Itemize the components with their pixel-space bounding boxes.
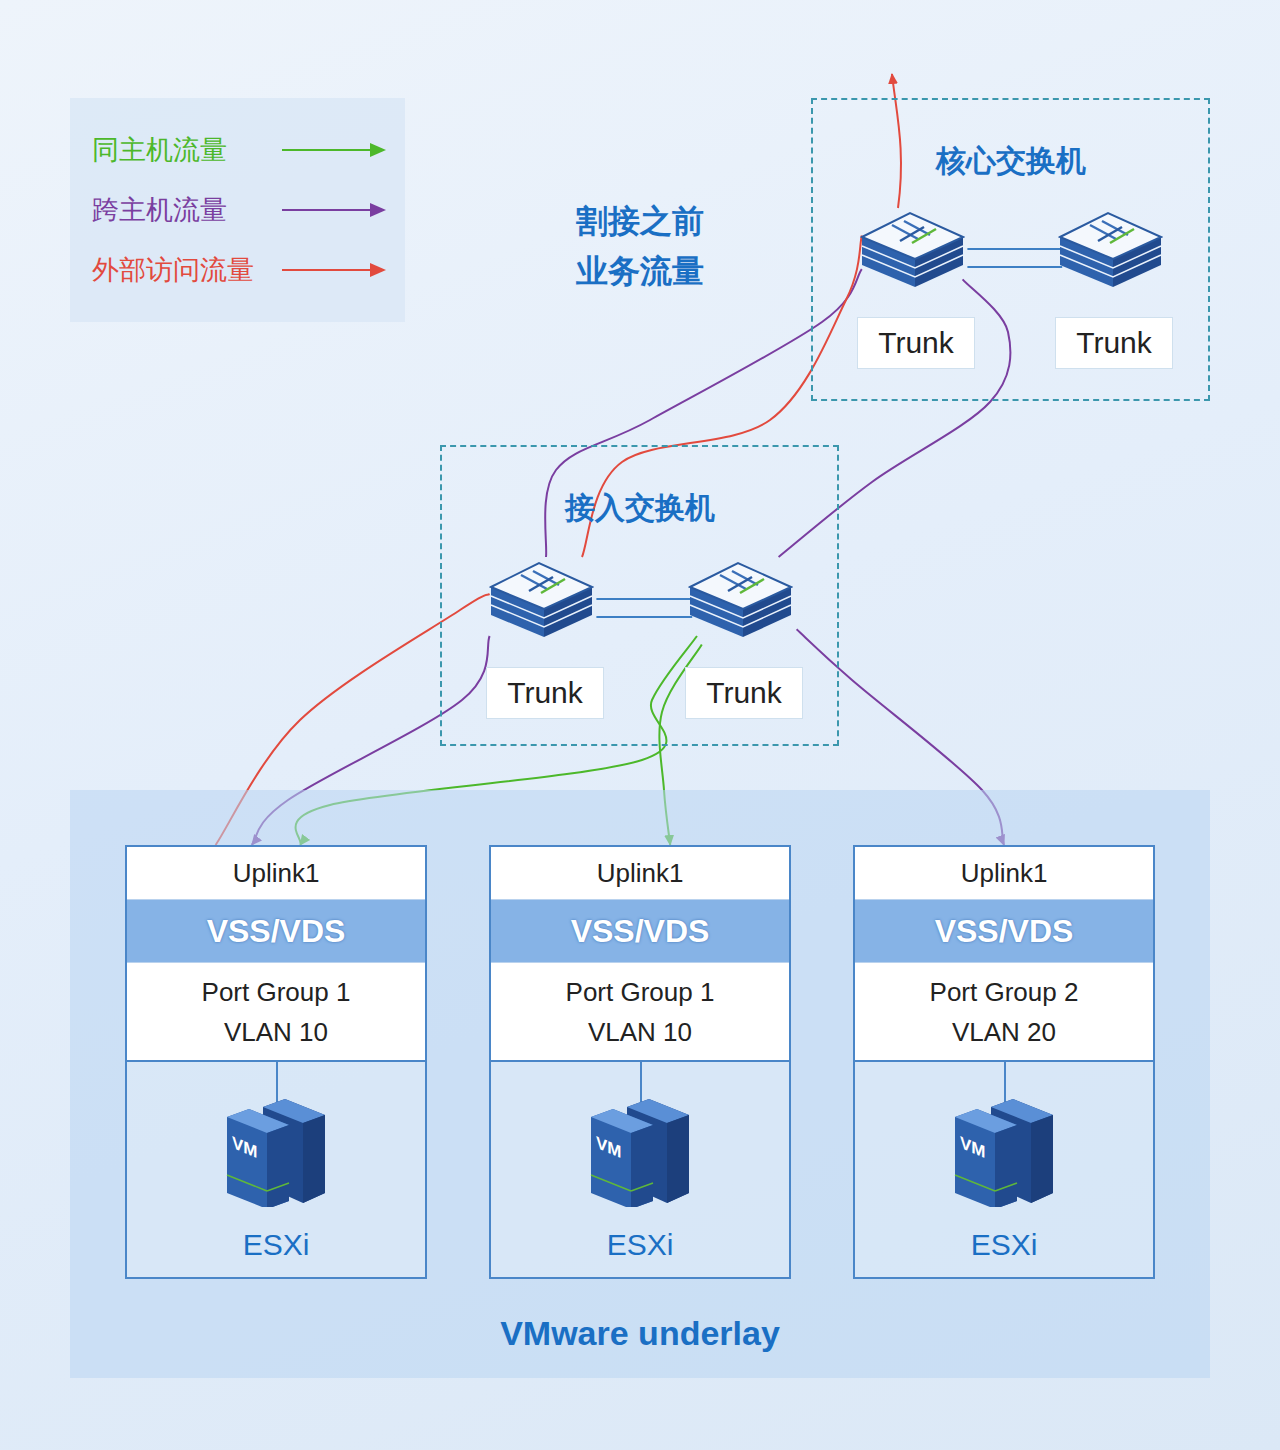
traffic-flow bbox=[582, 236, 862, 557]
band-label: VMware underlay bbox=[70, 1312, 1210, 1354]
group-title: 接入交换机 bbox=[442, 489, 837, 527]
switch-icon bbox=[489, 557, 594, 642]
switch-icon bbox=[860, 207, 965, 292]
host-name: ESXi bbox=[855, 1227, 1153, 1263]
port-label: Trunk bbox=[878, 318, 954, 368]
vm-icon bbox=[953, 1097, 1063, 1209]
connector-line bbox=[797, 629, 1004, 845]
host-row: VSS/VDS bbox=[491, 900, 789, 963]
switch-node: Trunk bbox=[685, 552, 805, 720]
port-label: Trunk bbox=[507, 668, 583, 718]
host-row: Uplink1 bbox=[855, 847, 1153, 900]
esxi-host: Uplink1VSS/VDS Port Group 2 VLAN 20 ESXi bbox=[853, 845, 1155, 1279]
port-label: Trunk bbox=[706, 668, 782, 718]
traffic-flow bbox=[659, 644, 701, 845]
legend-row: 跨主机流量 bbox=[92, 190, 392, 230]
legend-text: 跨主机流量 bbox=[92, 192, 227, 228]
portgroup-label: Port Group 1 VLAN 10 bbox=[545, 972, 735, 1052]
esxi-host: Uplink1VSS/VDS Port Group 1 VLAN 10 ESXi bbox=[489, 845, 791, 1279]
group-title: 核心交换机 bbox=[813, 142, 1208, 180]
host-row: VSS/VDS bbox=[855, 900, 1153, 963]
vm-label: VM bbox=[960, 1133, 986, 1163]
switch-icon bbox=[688, 557, 793, 642]
host-row: Port Group 2 VLAN 20 bbox=[855, 963, 1153, 1062]
port-label-box: Trunk bbox=[857, 317, 975, 369]
portgroup-label: Port Group 2 VLAN 20 bbox=[909, 972, 1099, 1052]
host-row: Uplink1 bbox=[127, 847, 425, 900]
vswitch-label: VSS/VDS bbox=[571, 913, 710, 950]
host-name: ESXi bbox=[491, 1227, 789, 1263]
traffic-flow bbox=[216, 594, 490, 845]
switch-node: Trunk bbox=[486, 552, 606, 720]
connector-line bbox=[967, 248, 1062, 250]
legend-arrow bbox=[280, 140, 390, 160]
vm-icon bbox=[225, 1097, 335, 1209]
host-name: ESXi bbox=[127, 1227, 425, 1263]
switch-link bbox=[967, 249, 1062, 267]
uplink-label: Uplink1 bbox=[597, 858, 684, 889]
vswitch-label: VSS/VDS bbox=[935, 913, 1074, 950]
host-stem bbox=[276, 1062, 278, 1102]
external-arrow bbox=[892, 74, 901, 208]
legend-arrow bbox=[280, 260, 390, 280]
host-row: Port Group 1 VLAN 10 bbox=[127, 963, 425, 1062]
switch-group: 接入交换机 Trunk Trunk bbox=[440, 445, 839, 746]
diagram-title: 割接之前 业务流量 bbox=[560, 196, 720, 296]
underlay-band: VMware underlay Uplink1VSS/VDS Port Group … bbox=[70, 790, 1210, 1378]
host-stem bbox=[1004, 1062, 1006, 1102]
vm-label: VM bbox=[232, 1133, 258, 1163]
vswitch-label: VSS/VDS bbox=[207, 913, 346, 950]
switch-link bbox=[596, 599, 692, 617]
connector-line bbox=[296, 636, 697, 845]
host-row: Port Group 1 VLAN 10 bbox=[491, 963, 789, 1062]
connector-line bbox=[967, 266, 1062, 268]
connector-line bbox=[596, 616, 692, 618]
connector-line bbox=[582, 236, 862, 557]
switch-icon bbox=[1058, 207, 1163, 292]
esxi-host: Uplink1VSS/VDS Port Group 1 VLAN 10 ESXi bbox=[125, 845, 427, 1279]
port-label-box: Trunk bbox=[685, 667, 803, 719]
legend-row: 外部访问流量 bbox=[92, 250, 392, 290]
switch-node: Trunk bbox=[1055, 202, 1175, 370]
traffic-flow bbox=[779, 279, 1011, 557]
connector-line bbox=[779, 279, 1011, 557]
traffic-flow bbox=[797, 629, 1004, 845]
host-row: VSS/VDS bbox=[127, 900, 425, 963]
connector-line bbox=[216, 594, 490, 845]
legend-arrow bbox=[280, 200, 390, 220]
host-row: Uplink1 bbox=[491, 847, 789, 900]
portgroup-label: Port Group 1 VLAN 10 bbox=[181, 972, 371, 1052]
switch-node: Trunk bbox=[857, 202, 977, 370]
legend-text: 同主机流量 bbox=[92, 132, 227, 168]
port-label-box: Trunk bbox=[486, 667, 604, 719]
uplink-label: Uplink1 bbox=[961, 858, 1048, 889]
vm-label: VM bbox=[596, 1133, 622, 1163]
legend-row: 同主机流量 bbox=[92, 130, 392, 170]
legend-panel: 同主机流量跨主机流量外部访问流量 bbox=[70, 98, 405, 322]
uplink-label: Uplink1 bbox=[233, 858, 320, 889]
port-label-box: Trunk bbox=[1055, 317, 1173, 369]
switch-group: 核心交换机 Trunk Trunk bbox=[811, 98, 1210, 401]
connector-line bbox=[596, 598, 692, 600]
legend-text: 外部访问流量 bbox=[92, 252, 254, 288]
host-stem bbox=[640, 1062, 642, 1102]
traffic-flow bbox=[296, 636, 697, 845]
connector-line bbox=[659, 644, 701, 845]
vm-icon bbox=[589, 1097, 699, 1209]
port-label: Trunk bbox=[1076, 318, 1152, 368]
